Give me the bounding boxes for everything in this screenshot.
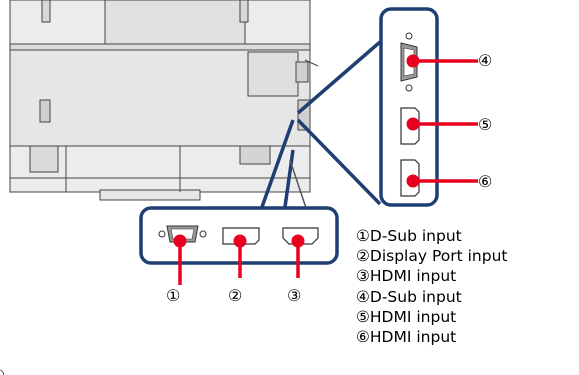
corner-symbol: ① [0, 366, 5, 375]
callout-number-5: ⑤ [478, 115, 492, 134]
monitor-back [9, 0, 319, 201]
callout-number-1: ① [166, 286, 180, 305]
callout-number-3: ③ [287, 286, 301, 305]
callout-number-2: ② [228, 286, 242, 305]
legend-item-6: ⑥HDMI input [356, 328, 457, 347]
side-callout-box [379, 7, 439, 207]
side-markers [406, 54, 478, 188]
legend-item-1: ①D-Sub input [356, 227, 462, 245]
legend-item-4: ④D-Sub input [356, 287, 462, 306]
zoom-lines [260, 40, 382, 208]
callout-number-6: ⑥ [478, 172, 492, 191]
legend-item-5: ⑤HDMI input [356, 307, 457, 326]
legend-item-2: ②Display Port input [356, 247, 508, 266]
legend-item-3: ③HDMI input [356, 267, 457, 286]
bottom-markers [173, 234, 305, 285]
cable-line [289, 159, 307, 209]
callout-number-4: ④ [478, 51, 492, 70]
connector-legend: ①D-Sub input ②Display Port input ③HDMI i… [356, 226, 507, 347]
